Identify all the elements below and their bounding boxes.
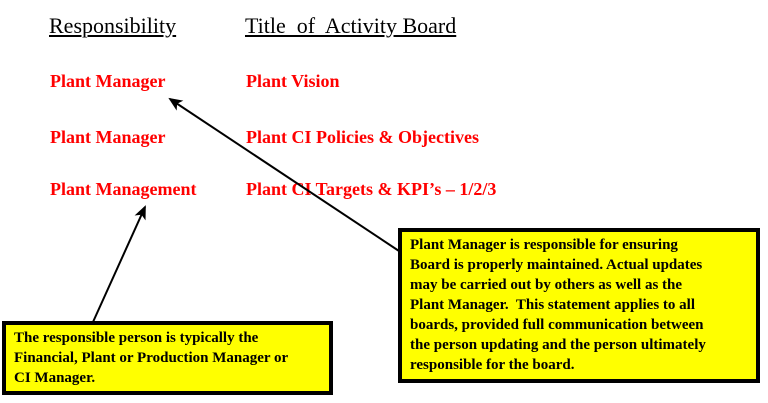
right-callout-box: Plant Manager is responsible for ensurin… [398,228,760,383]
responsibility-cell: Plant Manager [50,127,166,147]
callout-text-line: CI Manager. [14,370,96,386]
left-callout-box: The responsible person is typically the … [2,321,333,395]
arrow-left-callout-to-plant-management-icon [92,205,146,323]
title-column-header: Title of Activity Board [245,13,457,38]
callout-text-line: Plant Manager is responsible for ensurin… [410,237,678,253]
responsibility-cell: Plant Management [50,179,197,199]
callout-text-line: boards, provided full communication betw… [410,317,704,333]
board-title-cell: Plant CI Policies & Objectives [246,127,479,147]
callout-text-line: may be carried out by others as well as … [410,277,683,293]
arrow-right-callout-to-plant-manager-icon [168,97,400,252]
callout-text-line: The responsible person is typically the [14,330,259,346]
responsibility-cell: Plant Manager [50,71,166,91]
callout-text-line: Board is properly maintained. Actual upd… [410,257,703,273]
board-title-cell: Plant Vision [246,71,340,91]
callout-text-line: responsible for the board. [410,357,575,373]
callout-text-line: the person updating and the person ultim… [410,337,706,353]
board-title-cell: Plant CI Targets & KPI’s – 1/2/3 [246,179,497,199]
callout-text-line: Financial, Plant or Production Manager o… [14,350,289,366]
responsibility-column-header: Responsibility [49,13,177,38]
callout-text-line: Plant Manager. This statement applies to… [410,297,696,313]
